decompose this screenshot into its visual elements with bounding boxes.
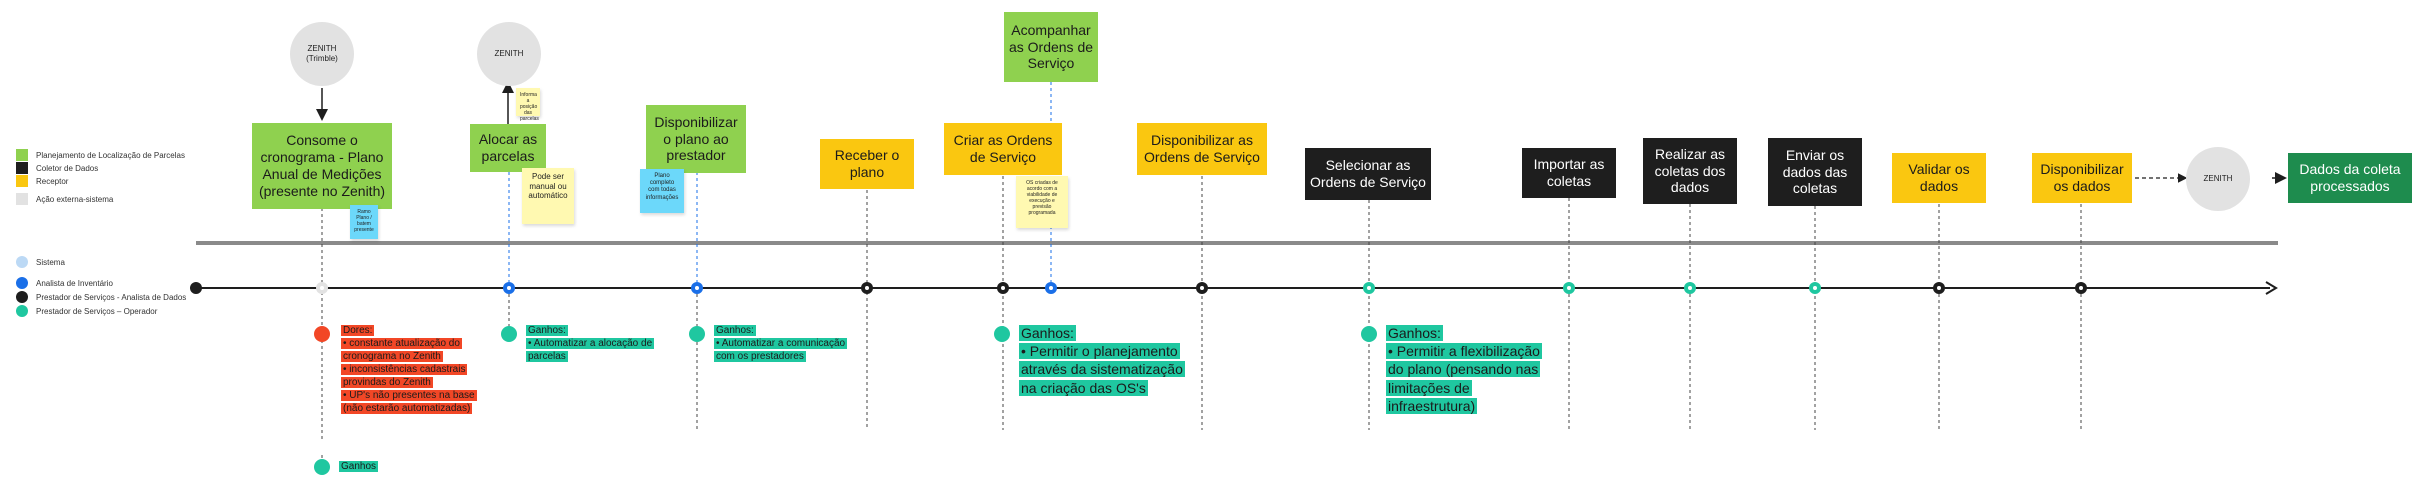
ganhos-title: Ganhos:	[526, 325, 568, 336]
ganhos-line: • Automatizar a alocação de	[526, 338, 655, 349]
ganho-marker	[314, 459, 330, 475]
step-realizar-coletas: Realizar as coletas dos dados	[1643, 138, 1737, 204]
ganhos-note-alocacao: Ganhos: • Automatizar a alocação de parc…	[526, 324, 655, 363]
timeline-arrowhead	[2265, 281, 2278, 295]
ganhos-title: Ganhos:	[714, 325, 756, 336]
sticky-note: Ramo Plano / batem presente	[350, 205, 378, 239]
dores-line: • UP's não presentes na base	[341, 390, 477, 401]
legend-swatch	[16, 162, 28, 174]
ganhos-note-planejamento: Ganhos: • Permitir o planejamento atravé…	[1019, 324, 1185, 397]
timeline-dot-analista-inventario	[1045, 282, 1057, 294]
legend-actor-sistema: Sistema	[16, 255, 65, 269]
step-disponibilizar-dados: Disponibilizar os dados	[2032, 153, 2132, 203]
system-zenith-end: ZENITH	[2186, 147, 2250, 211]
step-acompanhar-os: Acompanhar as Ordens de Serviço	[1004, 12, 1098, 82]
dores-line: provindas do Zenith	[341, 377, 433, 388]
legend-label: Analista de Inventário	[36, 278, 113, 288]
legend-item-externa: Ação externa-sistema	[16, 192, 113, 206]
ganho-marker	[1361, 326, 1377, 342]
step-selecionar-os: Selecionar as Ordens de Serviço	[1305, 148, 1431, 200]
step-disponibilizar-plano: Disponibilizar o plano ao prestador	[646, 105, 746, 173]
legend-swatch	[16, 149, 28, 161]
ganhos-line: na criação das OS's	[1019, 379, 1148, 396]
ganhos-line: com os prestadores	[714, 351, 806, 362]
legend-label: Prestador de Serviços – Operador	[36, 306, 158, 316]
ganhos-line: • Automatizar a comunicação	[714, 338, 848, 349]
sticky-note: OS criadas de acordo com a viabilidade d…	[1016, 176, 1068, 228]
legend-label: Receptor	[36, 176, 69, 186]
step-validar-dados: Validar os dados	[1892, 153, 1986, 203]
timeline-dot-analista-dados	[1196, 282, 1208, 294]
legend-label: Ação externa-sistema	[36, 194, 114, 204]
ganhos-line: parcelas	[526, 351, 568, 362]
timeline-dot-operador	[1684, 282, 1696, 294]
legend-label: Planejamento de Localização de Parcelas	[36, 150, 185, 160]
dores-line: • inconsistências cadastrais	[341, 364, 468, 375]
timeline-start-dot	[190, 282, 202, 294]
dores-title: Dores:	[341, 325, 375, 336]
step-importar-coletas: Importar as coletas	[1522, 148, 1616, 198]
sticky-note: Pode ser manual ou automático	[522, 168, 574, 224]
legend-swatch	[16, 175, 28, 187]
legend-dot	[16, 291, 28, 303]
ganho-marker	[994, 326, 1010, 342]
sticky-note: Informa a posição das parcelas	[516, 88, 540, 122]
system-zenith-trimble: ZENITH (Trimble)	[290, 22, 354, 86]
ganhos-note-comunicacao: Ganhos: • Automatizar a comunicação com …	[714, 324, 848, 363]
step-receber-plano: Receber o plano	[820, 139, 914, 189]
legend-label: Prestador de Serviços - Analista de Dado…	[36, 292, 187, 302]
legend-actor-operador: Prestador de Serviços – Operador	[16, 304, 157, 318]
ganhos-note-flexibilizacao: Ganhos: • Permitir a flexibilização do p…	[1386, 324, 1542, 415]
legend-actor-analista-dados: Prestador de Serviços - Analista de Dado…	[16, 290, 186, 304]
timeline-dot-analista-inventario	[691, 282, 703, 294]
legend-label: Sistema	[36, 257, 65, 267]
legend-dot	[16, 256, 28, 268]
ganhos-line: limitações de	[1386, 379, 1472, 396]
legend-item-coletor: Coletor de Dados	[16, 161, 98, 175]
step-enviar-dados: Enviar os dados das coletas	[1768, 138, 1862, 206]
timeline-dot-analista-dados	[1933, 282, 1945, 294]
timeline-dot-analista-dados	[997, 282, 1009, 294]
sticky-note: Plano completo com todas informações	[640, 169, 684, 213]
ganhos-title: Ganhos:	[1019, 325, 1076, 341]
dor-marker	[314, 326, 330, 342]
legend-swatch	[16, 193, 28, 205]
system-zenith: ZENITH	[477, 22, 541, 86]
ganhos-line: infraestrutura)	[1386, 397, 1478, 414]
legend-item-receptor: Receptor	[16, 174, 68, 188]
ganhos-line: através da sistematização	[1019, 361, 1185, 378]
ganhos-title: Ganhos	[339, 461, 379, 472]
step-dados-processados: Dados da coleta processados	[2288, 153, 2412, 203]
step-alocar-parcelas: Alocar as parcelas	[470, 124, 546, 172]
dores-line: • constante atualização do	[341, 338, 462, 349]
ganho-marker	[689, 326, 705, 342]
dores-line: (não estarão automatizadas)	[341, 403, 473, 414]
step-criar-os: Criar as Ordens de Serviço	[944, 123, 1062, 175]
ganhos-line: • Permitir o planejamento	[1019, 343, 1180, 360]
ganhos-line: do plano (pensando nas	[1386, 361, 1541, 378]
legend-item-planejamento: Planejamento de Localização de Parcelas	[16, 148, 185, 162]
timeline-dot-operador	[1563, 282, 1575, 294]
legend-label: Coletor de Dados	[36, 163, 99, 173]
timeline-dot-sistema	[316, 282, 328, 294]
ganho-marker	[501, 326, 517, 342]
phase-divider	[196, 241, 2278, 245]
legend-dot	[16, 305, 28, 317]
step-consome-cronograma: Consome o cronograma - Plano Anual de Me…	[252, 123, 392, 209]
ganhos-line: • Permitir a flexibilização	[1386, 343, 1542, 360]
legend-actor-analista-inventario: Analista de Inventário	[16, 276, 113, 290]
timeline-dot-analista-inventario	[503, 282, 515, 294]
ganhos-bottom-note: Ganhos	[339, 460, 379, 473]
dores-line: cronograma no Zenith	[341, 351, 443, 362]
step-disponibilizar-os: Disponibilizar as Ordens de Serviço	[1137, 123, 1267, 175]
legend-dot	[16, 277, 28, 289]
timeline-dot-operador	[1363, 282, 1375, 294]
ganhos-title: Ganhos:	[1386, 325, 1443, 341]
dores-note: Dores: • constante atualização do cronog…	[341, 324, 477, 415]
timeline-dot-operador	[1809, 282, 1821, 294]
timeline-dot-analista-dados	[861, 282, 873, 294]
timeline-dot-analista-dados	[2075, 282, 2087, 294]
